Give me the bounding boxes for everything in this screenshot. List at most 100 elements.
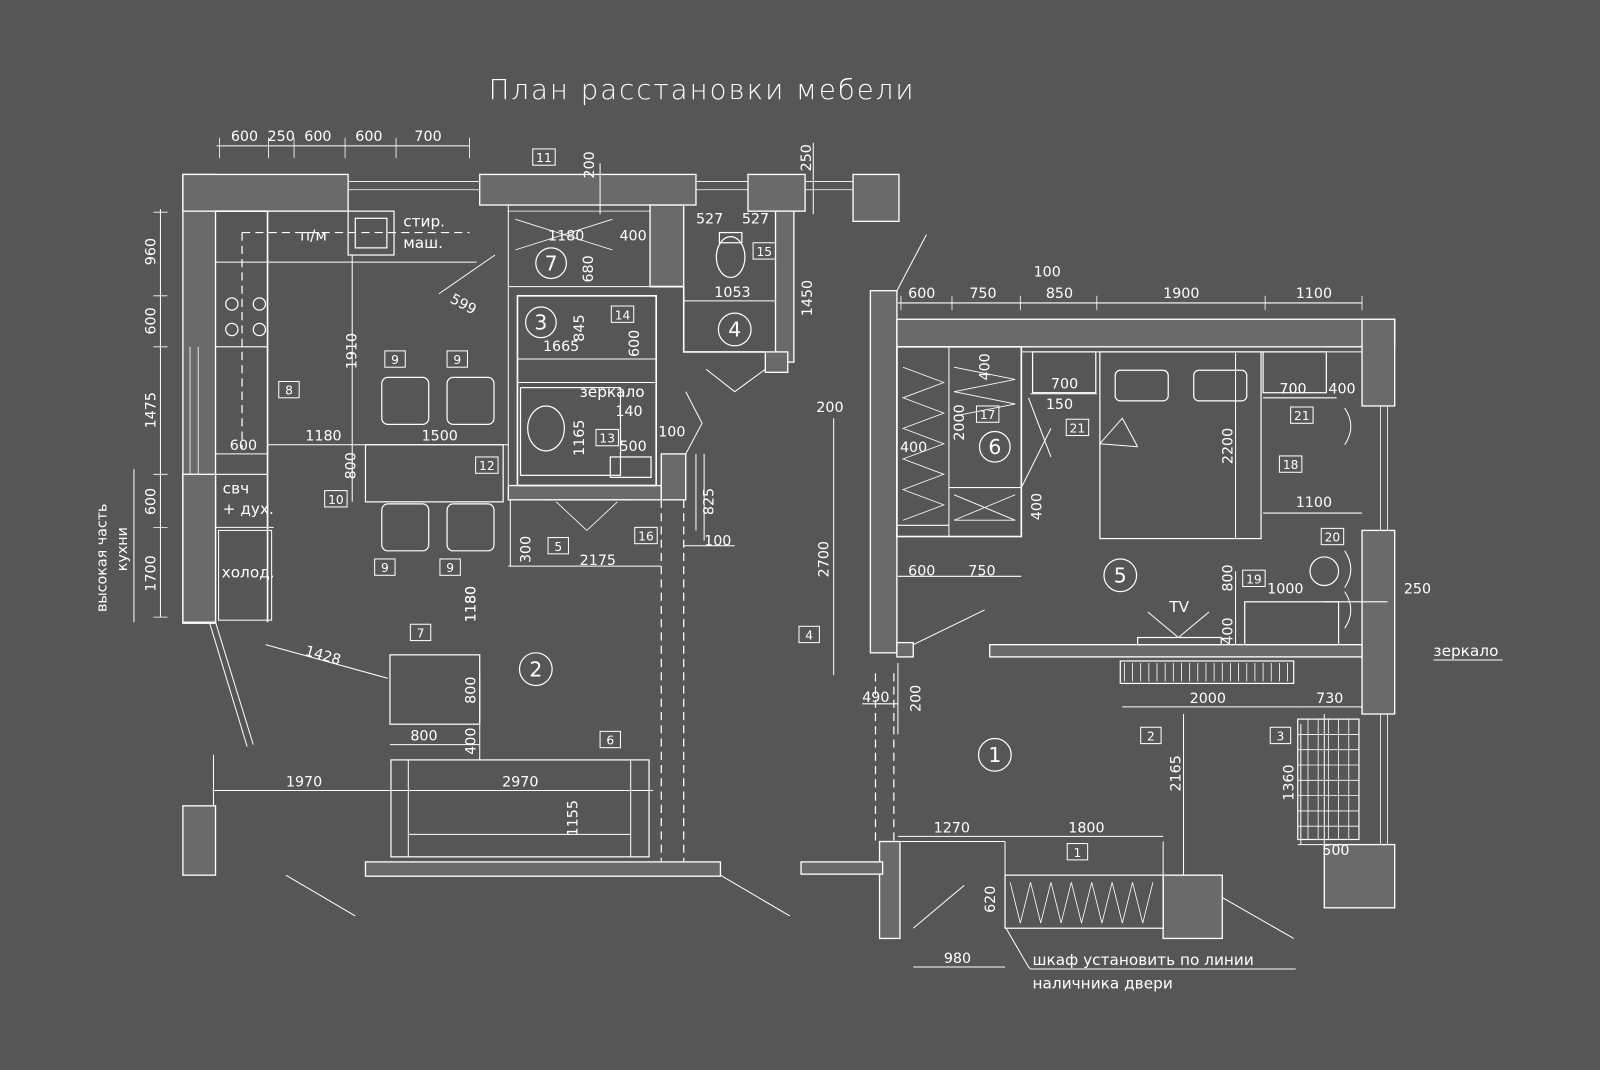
radiator [1119,660,1295,685]
dim: 600 [355,129,382,145]
bathtub [519,386,622,476]
svg-text:7: 7 [545,251,558,275]
dim: 700 [1279,382,1306,398]
label-note: наличника двери [1033,974,1173,992]
room-number: 5 [1103,558,1138,593]
dim: 600 [143,307,159,334]
svg-text:1: 1 [988,743,1001,767]
room-number: 7 [535,247,568,280]
svg-text:1: 1 [1074,846,1082,860]
dim: 1180 [464,586,480,622]
svg-text:14: 14 [615,308,631,322]
dim: 250 [1404,582,1431,598]
chairs [381,376,495,552]
dim: 100 [658,425,685,441]
sofa [390,759,650,858]
svg-text:2: 2 [1147,730,1155,744]
svg-text:13: 13 [599,432,615,446]
furniture-tag: 15 [752,242,777,260]
dim: 400 [900,440,927,456]
dim: 825 [701,488,717,515]
dim: 850 [1046,286,1073,302]
dim: 490 [862,690,889,706]
shoe-rack-grid [1297,719,1359,840]
dim: 2970 [502,774,538,790]
dim: 1100 [1296,495,1332,511]
dim: 1180 [305,429,341,445]
cooktop [225,297,267,337]
dim: 599 [447,291,479,318]
label-mirror: зеркало [580,383,645,401]
svg-text:7: 7 [417,627,425,641]
dim: 680 [581,255,597,282]
dim: 100 [1034,264,1061,280]
left-walls [182,173,900,877]
dim: 1155 [566,800,582,836]
svg-text:9: 9 [391,353,399,367]
label-washer: стир. [403,212,445,230]
dim: 1165 [572,420,588,456]
furniture-tag: 1 [1066,843,1089,861]
svg-text:9: 9 [446,561,454,575]
dim: 960 [143,238,159,265]
svg-text:3: 3 [1277,730,1285,744]
dim: 620 [983,886,999,913]
dim: 400 [1220,617,1236,644]
label-oven: + дух. [223,500,274,518]
svg-text:6: 6 [606,734,614,748]
room-number: 1 [977,737,1012,772]
svg-text:15: 15 [757,245,773,259]
furniture-tag: 2 [1140,726,1162,745]
dim: 400 [619,229,646,245]
svg-text:9: 9 [453,353,461,367]
dim: 100 [704,534,731,550]
svg-text:17: 17 [980,408,996,422]
wardrobe-hatch-left [901,366,1016,521]
dim: 1700 [143,555,159,591]
svg-text:4: 4 [728,318,741,342]
furniture-tag: 7 [409,623,432,642]
label-tall-kitchen: кухни [115,527,131,571]
toilet [715,231,746,279]
dim: 150 [1046,397,1073,413]
furniture-tag: 14 [610,305,635,323]
washing-machine [347,210,395,256]
dim: 400 [1328,382,1355,398]
svg-text:3: 3 [534,310,547,334]
svg-text:2: 2 [529,657,542,681]
dim: 600 [231,129,258,145]
dim: 800 [410,729,437,745]
svg-text:16: 16 [638,530,654,544]
dim: 750 [969,286,996,302]
dim: 1180 [548,229,584,245]
room-number: 4 [717,312,752,347]
dim: 200 [816,400,843,416]
svg-text:21: 21 [1070,421,1086,435]
label-note: шкаф установить по линии [1033,951,1254,969]
furniture-tag: 19 [1242,569,1266,588]
dim: 2000 [1190,691,1226,707]
dim: 250 [799,144,815,171]
svg-text:12: 12 [479,459,495,473]
dimension-lines [133,137,1388,968]
svg-text:5: 5 [1114,563,1127,587]
dim: 1910 [344,333,360,369]
dim: 250 [268,129,295,145]
furniture-tag: 9 [374,558,396,576]
dim: 200 [582,151,598,178]
svg-text:8: 8 [285,384,293,398]
dim: 800 [343,452,359,479]
dim: 1665 [543,339,579,355]
dim: 1450 [800,280,816,316]
dim: 1180 [464,586,480,622]
dim: 527 [742,211,769,227]
svg-text:6: 6 [988,435,1001,459]
right-walls [800,290,1396,940]
right-furniture [901,351,1360,929]
furniture-tag: 21 [1065,418,1090,437]
furniture-tag: 21 [1290,406,1314,424]
left-structure-lines [208,205,791,917]
dim: 1970 [286,774,322,790]
furniture-tag: 12 [475,456,499,474]
furniture-tag: 9 [384,350,406,368]
